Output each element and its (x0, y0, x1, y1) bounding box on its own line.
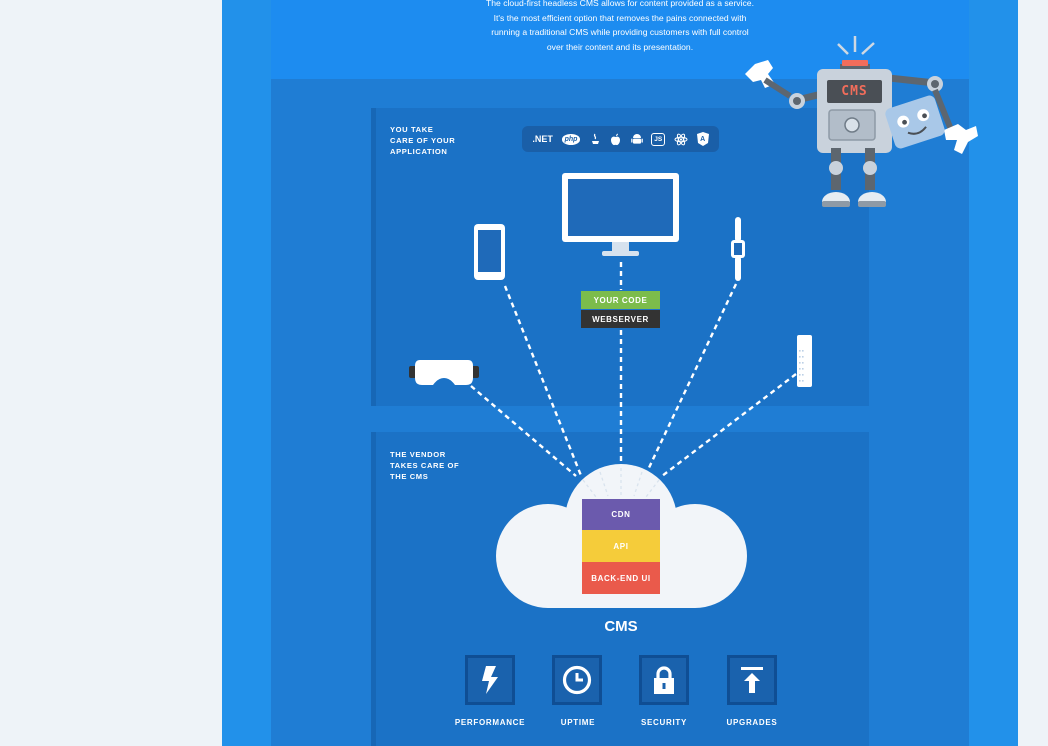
php-icon: php (561, 133, 581, 145)
lock-icon (654, 666, 674, 694)
watch-to-cms-line (644, 283, 738, 475)
webserver-label: WEBSERVER (581, 310, 660, 328)
dotnet-icon: .NET (532, 134, 553, 144)
upload-arrow-icon (741, 667, 763, 693)
smartwatch-icon (731, 217, 745, 281)
vr-headset-icon (409, 360, 479, 385)
cdn-layer: CDN (582, 499, 660, 530)
intro-line: over their content and its presentation. (546, 41, 694, 52)
vendor-panel-edge (371, 432, 376, 746)
uptime-label: UPTIME (560, 718, 596, 727)
angular-letter: A (700, 135, 706, 143)
vr-to-cms-line (470, 385, 577, 477)
android-icon (630, 131, 643, 147)
label-line: APPLICATION (390, 147, 448, 156)
performance-label: PERFORMANCE (454, 718, 526, 727)
vendor-section-label: THE VENDOR TAKES CARE OF THE CMS (390, 449, 459, 482)
api-layer: API (582, 530, 660, 562)
label-line: THE VENDOR (390, 450, 446, 459)
robot-antenna (837, 36, 875, 55)
technology-bar: .NET php JS A (522, 126, 719, 152)
lightning-icon (482, 666, 498, 694)
smart-speaker-icon (797, 335, 812, 387)
robot-pet-face (885, 95, 945, 149)
upgrades-label: UPGRADES (726, 718, 778, 727)
react-icon (674, 131, 688, 147)
javascript-icon: JS (651, 132, 666, 146)
phone-to-cms-line (503, 285, 584, 479)
cms-robot (745, 36, 978, 207)
security-label: SECURITY (640, 718, 688, 727)
cms-title: CMS (604, 618, 638, 635)
label-line: THE CMS (390, 472, 429, 481)
smartphone-icon (474, 224, 505, 280)
intro-text: The cloud-first headless CMS allows for … (271, 0, 969, 54)
apple-icon (610, 131, 622, 147)
label-line: TAKES CARE OF (390, 461, 460, 470)
security-tile (639, 655, 689, 705)
label-line: CARE OF YOUR (390, 136, 456, 145)
backend-ui-layer: BACK-END UI (582, 562, 660, 594)
intro-line: The cloud-first headless CMS allows for … (486, 0, 754, 8)
your-code-label: YOUR CODE (581, 291, 660, 309)
uptime-tile (552, 655, 602, 705)
speaker-to-cms-line (661, 373, 797, 477)
java-icon (589, 131, 601, 147)
desktop-monitor-icon (562, 173, 679, 256)
application-panel (376, 108, 869, 406)
application-section-label: YOU TAKE CARE OF YOUR APPLICATION (390, 124, 455, 157)
connection-lines (470, 262, 797, 479)
intro-line: running a traditional CMS while providin… (491, 27, 749, 37)
clock-icon (562, 665, 592, 695)
cloud-rays (582, 468, 660, 498)
application-panel-edge (371, 108, 376, 406)
intro-line: It's the most efficient option that remo… (493, 12, 747, 23)
performance-tile (465, 655, 515, 705)
angular-icon: A (696, 131, 709, 147)
label-line: YOU TAKE (390, 125, 434, 134)
upgrades-tile (727, 655, 777, 705)
robot-badge: CMS (841, 84, 868, 99)
